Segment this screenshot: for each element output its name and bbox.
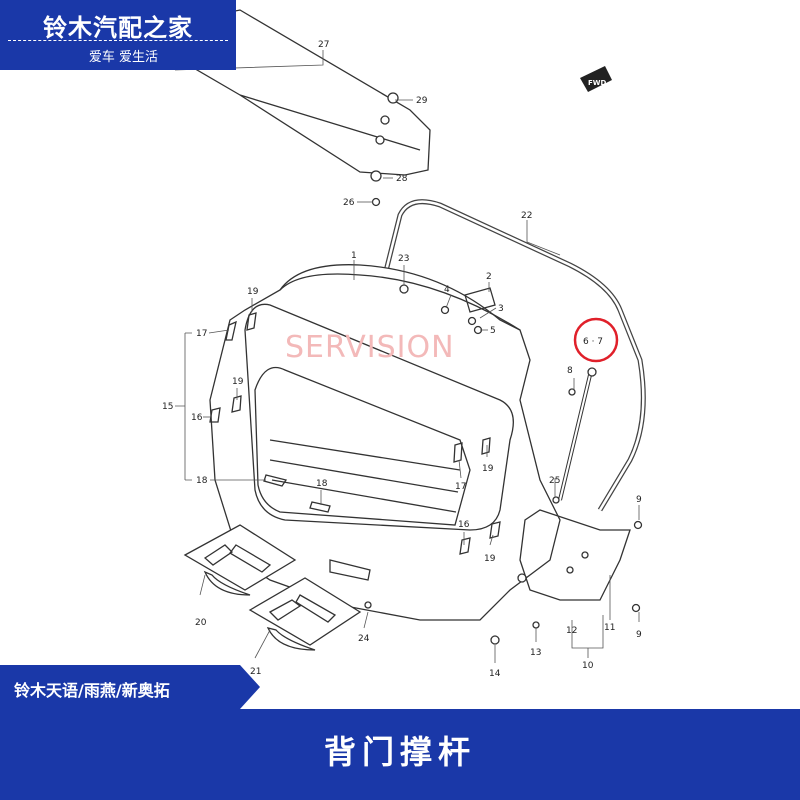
callout-20: 20 xyxy=(195,618,207,628)
callout-19-a: 19 xyxy=(247,287,259,297)
watermark-text: SERVISION xyxy=(285,330,455,365)
callout-18-b: 18 xyxy=(316,479,328,489)
callout-27: 27 xyxy=(318,40,329,50)
callout-14: 14 xyxy=(489,669,501,679)
footer-banner: 背门撑杆 xyxy=(0,709,800,800)
brand-divider xyxy=(8,40,228,41)
callout-29: 29 xyxy=(416,96,428,106)
callout-9-a: 9 xyxy=(636,495,642,505)
model-tag-text: 铃木天语/雨燕/新奥拓 xyxy=(14,681,170,700)
spoiler-part xyxy=(179,9,431,176)
garnish-part-21 xyxy=(248,577,362,646)
callout-3: 3 xyxy=(498,304,504,314)
callout-9-b: 9 xyxy=(636,630,642,640)
brand-title: 铃木汽配之家 xyxy=(43,14,193,42)
callout-1: 1 xyxy=(351,251,357,261)
callout-10: 10 xyxy=(582,661,594,671)
callout-16-b: 16 xyxy=(458,520,470,530)
callout-19-b: 19 xyxy=(232,377,244,387)
back-door-panel xyxy=(209,264,561,621)
callout-16-a: 16 xyxy=(191,413,203,423)
callout-11: 11 xyxy=(604,623,615,633)
callout-15: 15 xyxy=(162,402,173,412)
callout-13: 13 xyxy=(530,648,541,658)
callout-19-d: 19 xyxy=(484,554,496,564)
garnish-part-20 xyxy=(183,524,297,591)
callout-5: 5 xyxy=(490,326,496,336)
callout-28: 28 xyxy=(396,174,408,184)
fwd-arrow-icon: FWD xyxy=(580,66,612,92)
callout-8: 8 xyxy=(567,366,573,376)
callout-6-7: 6 · 7 xyxy=(583,337,603,347)
callout-17-b: 17 xyxy=(455,482,466,492)
brand-banner: 铃木汽配之家 爱车 爱生活 xyxy=(0,0,236,70)
svg-text:FWD: FWD xyxy=(588,79,607,87)
callout-25: 25 xyxy=(549,476,560,486)
callout-17-a: 17 xyxy=(196,329,207,339)
callout-22: 22 xyxy=(521,211,532,221)
callout-26: 26 xyxy=(343,198,355,208)
highlight-circle xyxy=(573,317,619,363)
footer-title: 背门撑杆 xyxy=(323,733,476,771)
model-tag: 铃木天语/雨燕/新奥拓 xyxy=(0,665,260,709)
callout-4: 4 xyxy=(444,285,450,295)
callout-2: 2 xyxy=(486,272,492,282)
brand-slogan: 爱车 爱生活 xyxy=(88,50,158,65)
callout-18-a: 18 xyxy=(196,476,208,486)
callout-19-c: 19 xyxy=(482,464,494,474)
callout-24: 24 xyxy=(358,634,370,644)
callout-23: 23 xyxy=(398,254,409,264)
callout-12: 12 xyxy=(566,626,577,636)
